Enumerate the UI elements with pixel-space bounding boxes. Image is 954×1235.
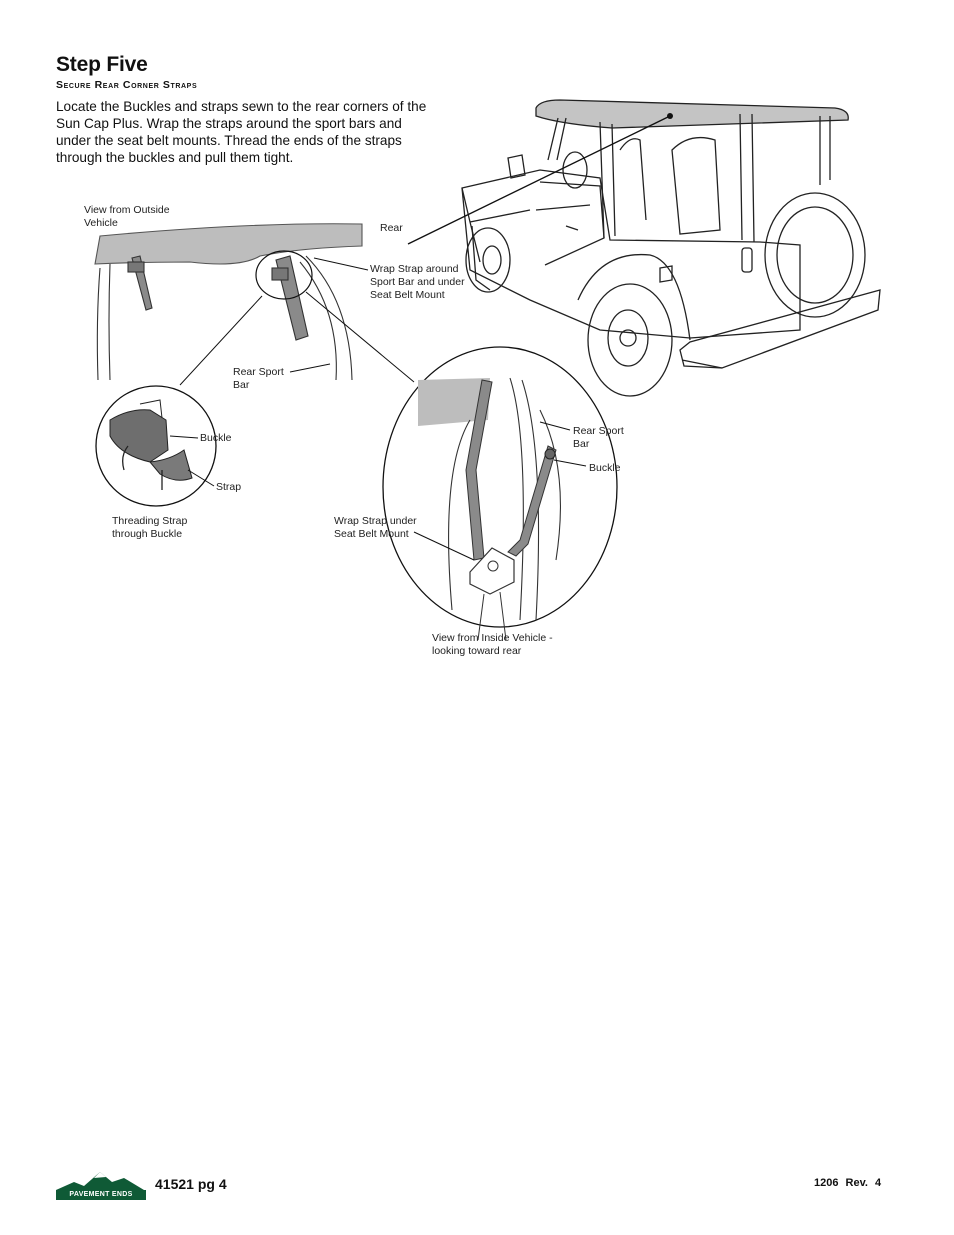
logo-wordmark: PAVEMENT ENDS: [56, 1190, 146, 1200]
instruction-text: Locate the Buckles and straps sewn to th…: [56, 99, 427, 165]
pavement-ends-logo-icon: [56, 1172, 144, 1190]
label-wrap-under: Wrap Strap under Seat Belt Mount: [334, 515, 417, 540]
installation-illustration: [94, 99, 881, 641]
label-rear-sport-bar-right: Rear Sport Bar: [573, 425, 624, 450]
label-threading: Threading Strap through Buckle: [112, 515, 188, 540]
label-buckle-right: Buckle: [589, 462, 621, 474]
step-title: Step Five: [56, 53, 148, 76]
step-subtitle: Secure Rear Corner Straps: [56, 79, 198, 91]
label-view-outside: View from Outside Vehicle: [84, 204, 170, 229]
label-rear: Rear: [380, 222, 403, 234]
inside-view-illustration: [382, 346, 618, 641]
part-page-number: 41521 pg 4: [155, 1176, 227, 1192]
label-view-inside: View from Inside Vehicle - looking towar…: [432, 632, 553, 657]
outside-view-illustration: [94, 223, 363, 381]
buckle-detail-illustration: [95, 385, 217, 507]
label-wrap-around: Wrap Strap around Sport Bar and under Se…: [370, 263, 465, 301]
jeep-illustration: [461, 99, 881, 397]
label-strap: Strap: [216, 481, 242, 493]
label-buckle-left: Buckle: [200, 432, 232, 444]
revision-code: 1206 Rev. 4: [814, 1177, 882, 1189]
label-rear-sport-bar-left: Rear Sport Bar: [233, 366, 284, 391]
